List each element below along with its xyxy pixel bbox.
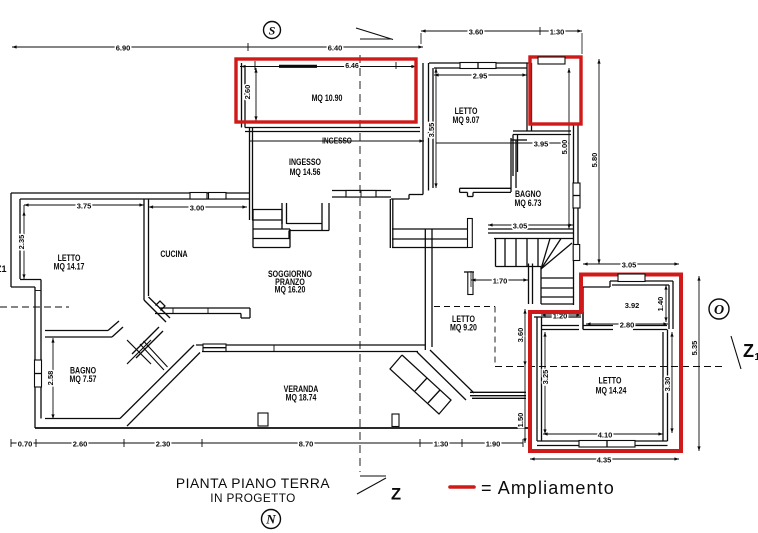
svg-text:3.05: 3.05 <box>513 221 528 230</box>
svg-text:MQ 14.56: MQ 14.56 <box>290 167 321 177</box>
svg-text:IN PROGETTO: IN PROGETTO <box>210 491 295 505</box>
svg-text:3.05: 3.05 <box>622 260 637 269</box>
svg-text:2.60: 2.60 <box>73 439 88 448</box>
svg-text:6.46: 6.46 <box>345 63 359 70</box>
svg-text:4.35: 4.35 <box>597 455 612 464</box>
svg-text:S: S <box>269 23 276 37</box>
svg-text:O: O <box>714 303 724 318</box>
svg-text:3.60: 3.60 <box>469 27 484 36</box>
svg-text:Z1: Z1 <box>0 264 7 274</box>
svg-text:0.70: 0.70 <box>18 439 33 448</box>
svg-text:MQ 10.90: MQ 10.90 <box>312 93 343 103</box>
svg-text:LETTO: LETTO <box>455 106 478 116</box>
svg-text:3.75: 3.75 <box>77 201 92 210</box>
svg-text:5.80: 5.80 <box>590 153 599 168</box>
svg-text:Z: Z <box>391 486 401 504</box>
svg-text:3.95: 3.95 <box>534 139 549 148</box>
svg-text:3.92: 3.92 <box>625 301 640 310</box>
svg-text:INGESSO: INGESSO <box>289 157 321 167</box>
svg-text:3.25: 3.25 <box>541 370 550 385</box>
svg-text:PRANZO: PRANZO <box>275 277 305 287</box>
svg-text:3.55: 3.55 <box>427 123 436 138</box>
svg-text:2.60: 2.60 <box>243 85 252 100</box>
svg-text:2.35: 2.35 <box>17 235 26 250</box>
svg-text:6.90: 6.90 <box>116 43 131 52</box>
svg-text:3.00: 3.00 <box>190 203 205 212</box>
svg-text:1.30: 1.30 <box>434 439 449 448</box>
svg-text:MQ 16.20: MQ 16.20 <box>275 285 306 295</box>
svg-text:LETTO: LETTO <box>452 314 475 324</box>
svg-text:3.30: 3.30 <box>663 377 672 392</box>
svg-text:1.70: 1.70 <box>493 276 508 285</box>
svg-text:MQ 9.20: MQ 9.20 <box>450 323 477 333</box>
svg-text:LETTO: LETTO <box>58 253 81 263</box>
svg-text:= Ampliamento: = Ampliamento <box>481 478 615 498</box>
svg-text:BAGNO: BAGNO <box>70 366 96 376</box>
svg-text:6.40: 6.40 <box>328 43 343 52</box>
svg-text:MQ 14.24: MQ 14.24 <box>596 386 627 396</box>
svg-text:MQ 9.07: MQ 9.07 <box>453 115 480 125</box>
svg-text:SOGGIORNO: SOGGIORNO <box>268 269 312 279</box>
svg-text:N: N <box>265 512 276 527</box>
svg-text:MQ 6.73: MQ 6.73 <box>515 198 542 208</box>
svg-text:INGESSO: INGESSO <box>322 136 352 146</box>
svg-text:1.90: 1.90 <box>486 439 501 448</box>
svg-text:2.58: 2.58 <box>46 371 55 386</box>
svg-text:CUCINA: CUCINA <box>160 249 187 259</box>
svg-text:4.10: 4.10 <box>598 430 613 439</box>
svg-text:2.30: 2.30 <box>156 439 171 448</box>
svg-text:MQ 7.57: MQ 7.57 <box>70 374 97 384</box>
svg-text:1.40: 1.40 <box>656 297 665 312</box>
svg-text:5.00: 5.00 <box>560 140 569 155</box>
svg-text:MQ 18.74: MQ 18.74 <box>286 393 317 403</box>
svg-text:5.35: 5.35 <box>690 341 699 356</box>
svg-text:1.30: 1.30 <box>550 27 565 36</box>
svg-text:LETTO: LETTO <box>599 376 622 386</box>
svg-text:3.60: 3.60 <box>516 328 525 343</box>
svg-text:8.70: 8.70 <box>299 439 314 448</box>
svg-text:MQ 14.17: MQ 14.17 <box>54 262 85 272</box>
svg-text:2.95: 2.95 <box>473 71 488 80</box>
svg-text:1: 1 <box>755 352 758 363</box>
svg-text:VERANDA: VERANDA <box>284 384 319 394</box>
svg-text:Z: Z <box>743 341 754 361</box>
svg-text:PIANTA PIANO TERRA: PIANTA PIANO TERRA <box>176 476 330 491</box>
svg-text:BAGNO: BAGNO <box>515 189 541 199</box>
svg-text:1.50: 1.50 <box>516 413 525 428</box>
svg-text:2.80: 2.80 <box>620 320 635 329</box>
